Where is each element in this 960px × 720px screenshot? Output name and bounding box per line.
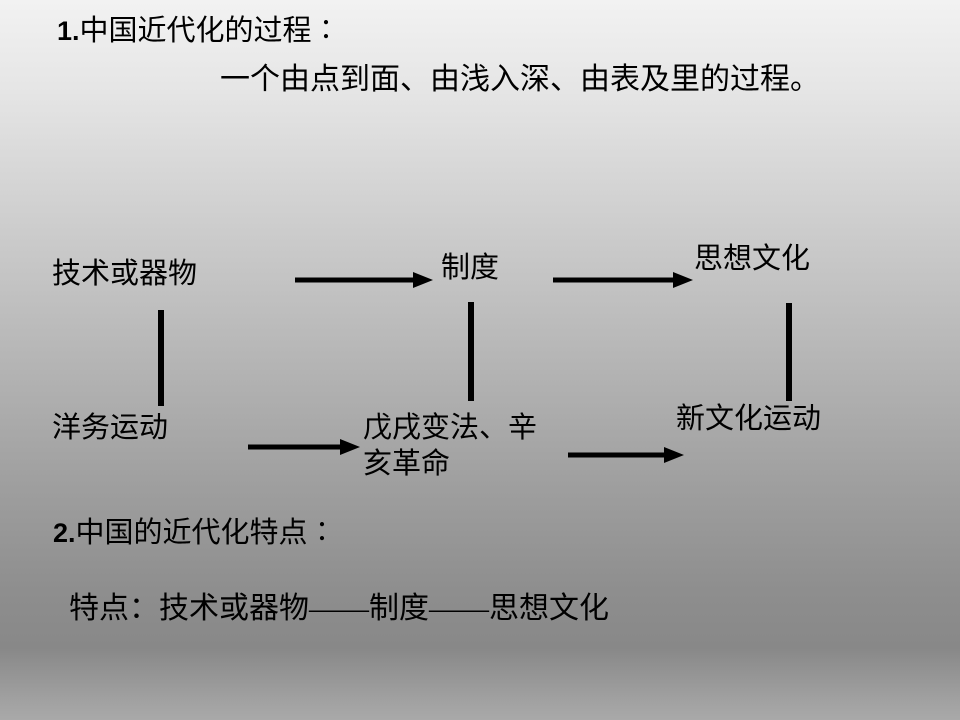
diagram-node-system: 制度 bbox=[441, 252, 500, 284]
heading-subtitle: 一个由点到面、由浅入深、由表及里的过程。 bbox=[220, 63, 820, 96]
heading-title-1: 中国近代化的过程∶ bbox=[79, 15, 341, 47]
diagram-node-reform-line-2: 亥革命 bbox=[363, 448, 451, 481]
heading-number-1: 1. bbox=[57, 16, 80, 46]
arrow-tech-to-system-icon bbox=[295, 270, 433, 290]
diagram-node-yangwu-movement: 洋务运动 bbox=[52, 412, 169, 444]
arrow-yangwu-to-reform-icon bbox=[248, 437, 360, 457]
heading-title-2: 中国的近代化特点∶ bbox=[75, 517, 337, 549]
summary-text: 特点：技术或器物——制度——思想文化 bbox=[69, 592, 609, 625]
diagram-node-new-culture-movement: 新文化运动 bbox=[676, 403, 822, 435]
diagram-node-reform-line-1: 戊戌变法、辛 bbox=[363, 412, 538, 444]
connector-technology-to-yangwu bbox=[158, 310, 164, 406]
arrow-reform-to-newculture-icon bbox=[568, 445, 684, 465]
diagram-node-technology: 技术或器物 bbox=[52, 258, 198, 290]
heading-item-1: 1.中国近代化的过程∶ bbox=[57, 15, 341, 47]
connector-thought-to-newculture bbox=[786, 303, 792, 401]
diagram-node-thought: 思想文化 bbox=[694, 243, 811, 275]
heading-item-2: 2.中国的近代化特点∶ bbox=[53, 517, 337, 549]
connector-system-to-reform bbox=[468, 302, 474, 401]
arrow-system-to-thought-icon bbox=[553, 270, 693, 290]
heading-number-2: 2. bbox=[53, 518, 76, 548]
diagram-node-reform-revolution: 戊戌变法、辛亥革命 bbox=[363, 410, 537, 483]
